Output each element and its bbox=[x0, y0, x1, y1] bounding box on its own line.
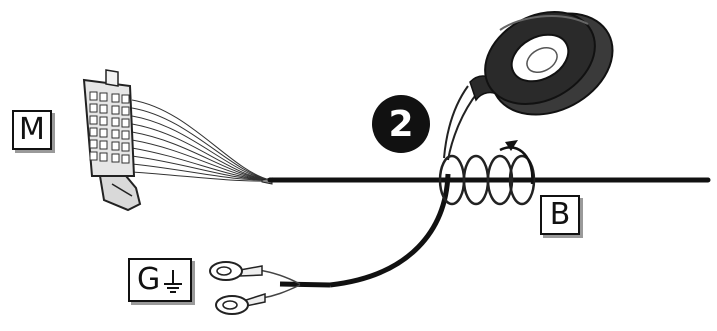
ring-terminal-1 bbox=[209, 261, 263, 281]
ground-branch bbox=[257, 173, 451, 299]
connector-label: M bbox=[12, 110, 52, 150]
harness-label-text: B bbox=[549, 197, 571, 232]
step-number: 2 bbox=[388, 103, 414, 145]
connector-label-text: M bbox=[19, 112, 45, 147]
arrow-icon bbox=[499, 140, 534, 185]
tape-strip bbox=[443, 85, 479, 161]
connector-wires bbox=[131, 99, 271, 182]
ground-icon bbox=[164, 270, 182, 293]
tape-wrap-coils bbox=[438, 154, 536, 206]
harness-label: B bbox=[540, 195, 580, 235]
ring-terminal-2 bbox=[215, 292, 266, 315]
main-harness-b bbox=[261, 177, 711, 185]
ground-label: G bbox=[128, 258, 192, 302]
ground-label-text: G bbox=[137, 262, 161, 297]
tape-roll-icon bbox=[469, 10, 614, 116]
step-number-badge: 2 bbox=[372, 95, 430, 153]
connector-m bbox=[82, 69, 142, 212]
